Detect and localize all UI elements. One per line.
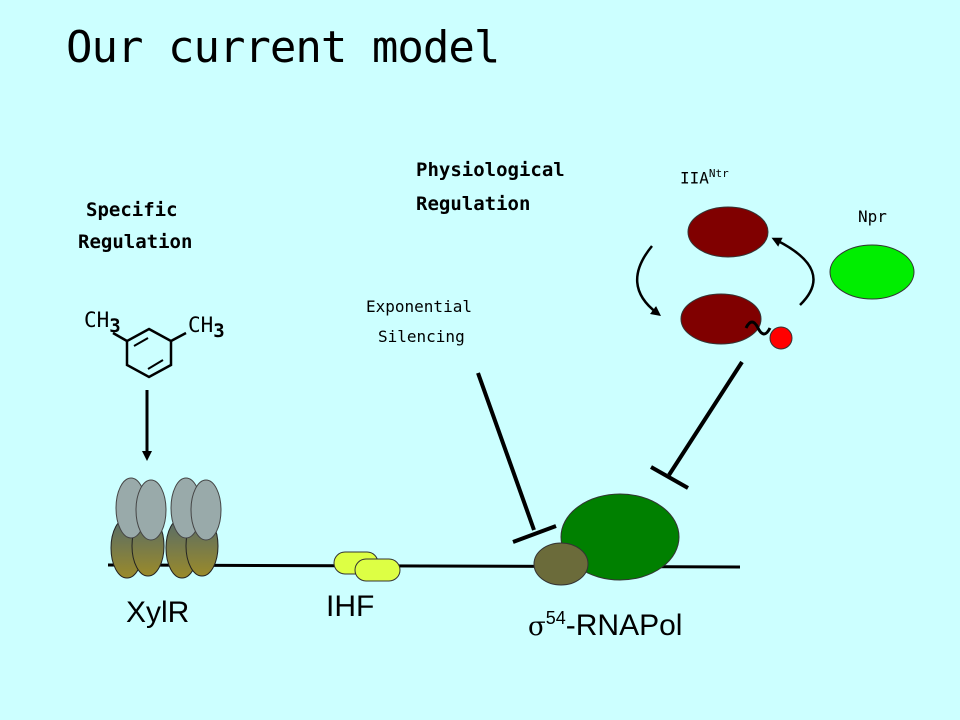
iia-superscript: Ntr: [708, 167, 729, 180]
exponential-silencing-inhibition: [476, 372, 557, 544]
phosphate-group: [769, 326, 793, 350]
cycle-arrow-left: [636, 245, 661, 317]
iia-ntr-protein-top: [687, 206, 769, 258]
cycle-arrow-right: [771, 237, 815, 306]
npr-protein: [829, 244, 915, 300]
iia-ntr-label: IIANtr: [680, 163, 729, 189]
slide-title: Our current model: [66, 22, 500, 73]
sigma-symbol: σ: [528, 612, 546, 642]
xylr-protein-cluster: [110, 477, 222, 579]
exponential-silencing-label-2: Silencing: [378, 327, 465, 346]
ch3-right-subscript: 3: [213, 320, 225, 343]
phosphate-link: [744, 320, 772, 336]
ihf-protein: [333, 551, 401, 582]
sigma54-factor: [533, 542, 589, 586]
physiological-regulation-label-1: Physiological: [416, 159, 565, 181]
specific-regulation-label-1: Specific: [86, 199, 178, 221]
m-xylene-molecule: [112, 327, 187, 379]
ihf-label: IHF: [326, 590, 375, 623]
ch3-right-label: CH3: [188, 313, 225, 342]
npr-label: Npr: [858, 207, 887, 226]
rnapol-core: [560, 493, 680, 581]
sigma54-rnapol-label: σ54-RNAPol: [528, 608, 682, 643]
ch3-left-text: CH: [84, 308, 110, 332]
specific-regulation-label-2: Regulation: [78, 231, 193, 253]
iia-ntr-protein-bottom: [680, 293, 762, 345]
sigma-superscript: 54: [545, 608, 566, 628]
ch3-left-subscript: 3: [109, 315, 121, 338]
exponential-silencing-label-1: Exponential: [366, 297, 472, 316]
ch3-right-text: CH: [188, 313, 214, 337]
rnapol-text: -RNAPol: [565, 609, 683, 642]
physiological-regulation-label-2: Regulation: [416, 193, 531, 215]
xylr-label: XylR: [126, 596, 190, 629]
iia-text: IIA: [680, 168, 709, 188]
iia-ntr-inhibition: [650, 360, 744, 490]
ch3-left-label: CH3: [84, 308, 121, 337]
